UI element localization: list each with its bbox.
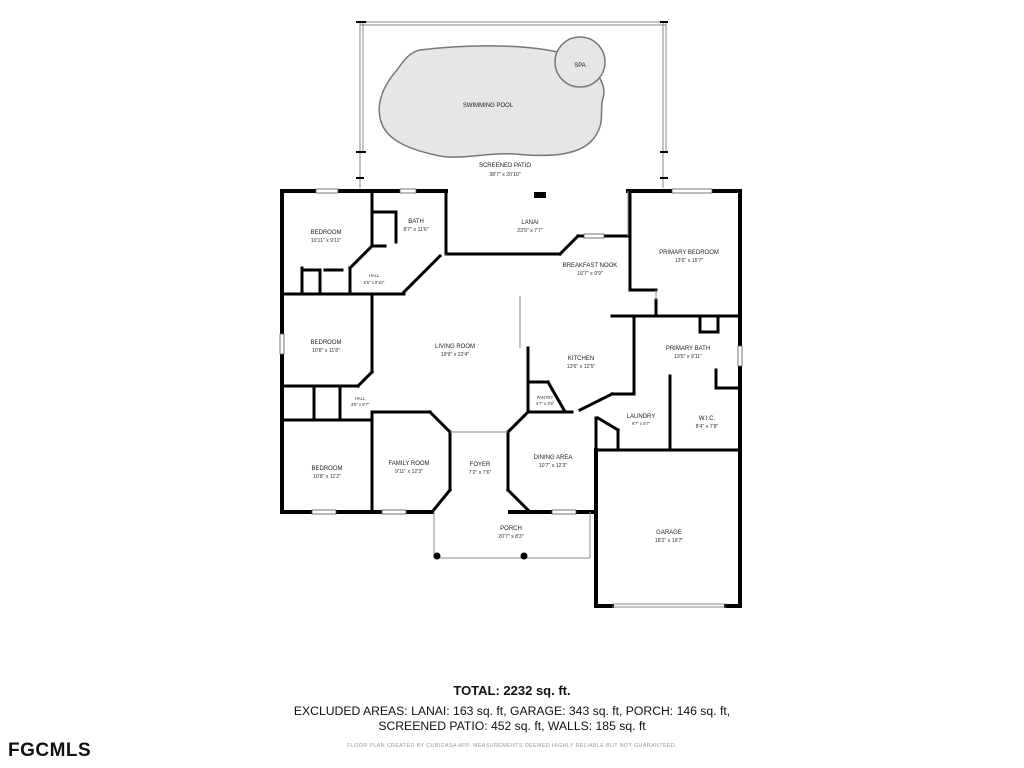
porch-post [433, 552, 441, 560]
dim-garage: 18'2" x 19'7" [655, 538, 684, 544]
dim-wic: 8'4" x 7'8" [696, 424, 719, 430]
label-wic: W.I.C. [699, 416, 716, 422]
fgcmls-logo: FGCMLS [8, 740, 92, 761]
label-laundry: LAUNDRY [627, 414, 656, 420]
label-screened-patio: SCREENED PATIO [479, 163, 531, 169]
label-bedroom-3: BEDROOM [311, 466, 342, 472]
interior-walls [282, 189, 742, 515]
label-family-room: FAMILY ROOM [388, 461, 429, 467]
porch-post [520, 552, 528, 560]
label-primary-bath: PRIMARY BATH [666, 346, 710, 352]
patio-posts [356, 21, 668, 179]
label-bedroom-1: BEDROOM [310, 230, 341, 236]
label-garage: GARAGE [656, 530, 682, 536]
label-bedroom-2: BEDROOM [310, 340, 341, 346]
dim-bedroom-2: 10'8" x 11'8" [312, 348, 340, 354]
dim-laundry: 9'7" x 6'7" [632, 421, 651, 426]
excluded-areas: EXCLUDED AREAS: LANAI: 163 sq. ft, GARAG… [0, 704, 1024, 734]
label-dining-area: DINING AREA [534, 455, 573, 461]
dim-primary-bedroom: 13'6" x 15'7" [675, 258, 704, 264]
label-bath: BATH [408, 219, 424, 225]
dim-dining-area: 10'7" x 12'3" [539, 463, 568, 469]
excluded-areas-line-1: EXCLUDED AREAS: LANAI: 163 sq. ft, GARAG… [293, 704, 731, 718]
label-living-room: LIVING ROOM [435, 344, 475, 350]
dim-kitchen: 13'6" x 12'5" [567, 364, 596, 370]
label-hall-1: HALL [369, 273, 380, 278]
dim-bath: 8'7" x 11'6" [403, 227, 428, 233]
label-primary-bedroom: PRIMARY BEDROOM [659, 250, 719, 256]
dim-screened-patio: 38'7" x 20'10" [489, 172, 520, 178]
windows [279, 188, 743, 515]
dim-family-room: 9'11" x 12'3" [395, 469, 423, 475]
dim-breakfast-nook: 16'7" x 9'9" [577, 271, 603, 277]
label-porch: PORCH [500, 526, 522, 532]
dim-porch: 20'7" x 8'3" [498, 534, 524, 540]
fireplace-vent [534, 192, 546, 198]
dim-living-room: 19'9" x 22'4" [441, 352, 470, 358]
dim-bedroom-3: 10'8" x 11'2" [313, 474, 341, 480]
dim-pantry: 4'7" x 3'6" [536, 401, 555, 406]
disclaimer: FLOOR PLAN CREATED BY CUBICASA APP. MEAS… [347, 743, 677, 749]
label-foyer: FOYER [470, 462, 491, 468]
label-lanai: LANAI [521, 220, 539, 226]
label-pantry: PANTRY [537, 395, 554, 400]
dim-hall-2: 3'8" x 5'7" [351, 402, 370, 407]
label-breakfast-nook: BREAKFAST NOOK [563, 263, 618, 269]
thin-partitions [433, 191, 726, 608]
dim-bedroom-1: 10'11" x 9'11" [311, 238, 342, 244]
dim-foyer: 7'2" x 7'6" [469, 470, 492, 476]
screened-patio-enclosure [359, 21, 667, 188]
label-pool: SWIMMING POOL [463, 103, 514, 109]
label-hall-2: HALL [355, 396, 366, 401]
excluded-areas-line-2: SCREENED PATIO: 452 sq. ft, WALLS: 185 s… [378, 719, 646, 733]
dim-hall-1: 6'5" x 6'10" [364, 280, 385, 285]
dim-lanai: 23'9" x 7'7" [517, 228, 543, 234]
total-area: TOTAL: 2232 sq. ft. [453, 683, 571, 698]
label-kitchen: KITCHEN [568, 356, 594, 362]
label-spa: SPA [574, 63, 586, 69]
dim-primary-bath: 13'6" x 9'11" [674, 354, 702, 360]
spa [554, 36, 606, 88]
